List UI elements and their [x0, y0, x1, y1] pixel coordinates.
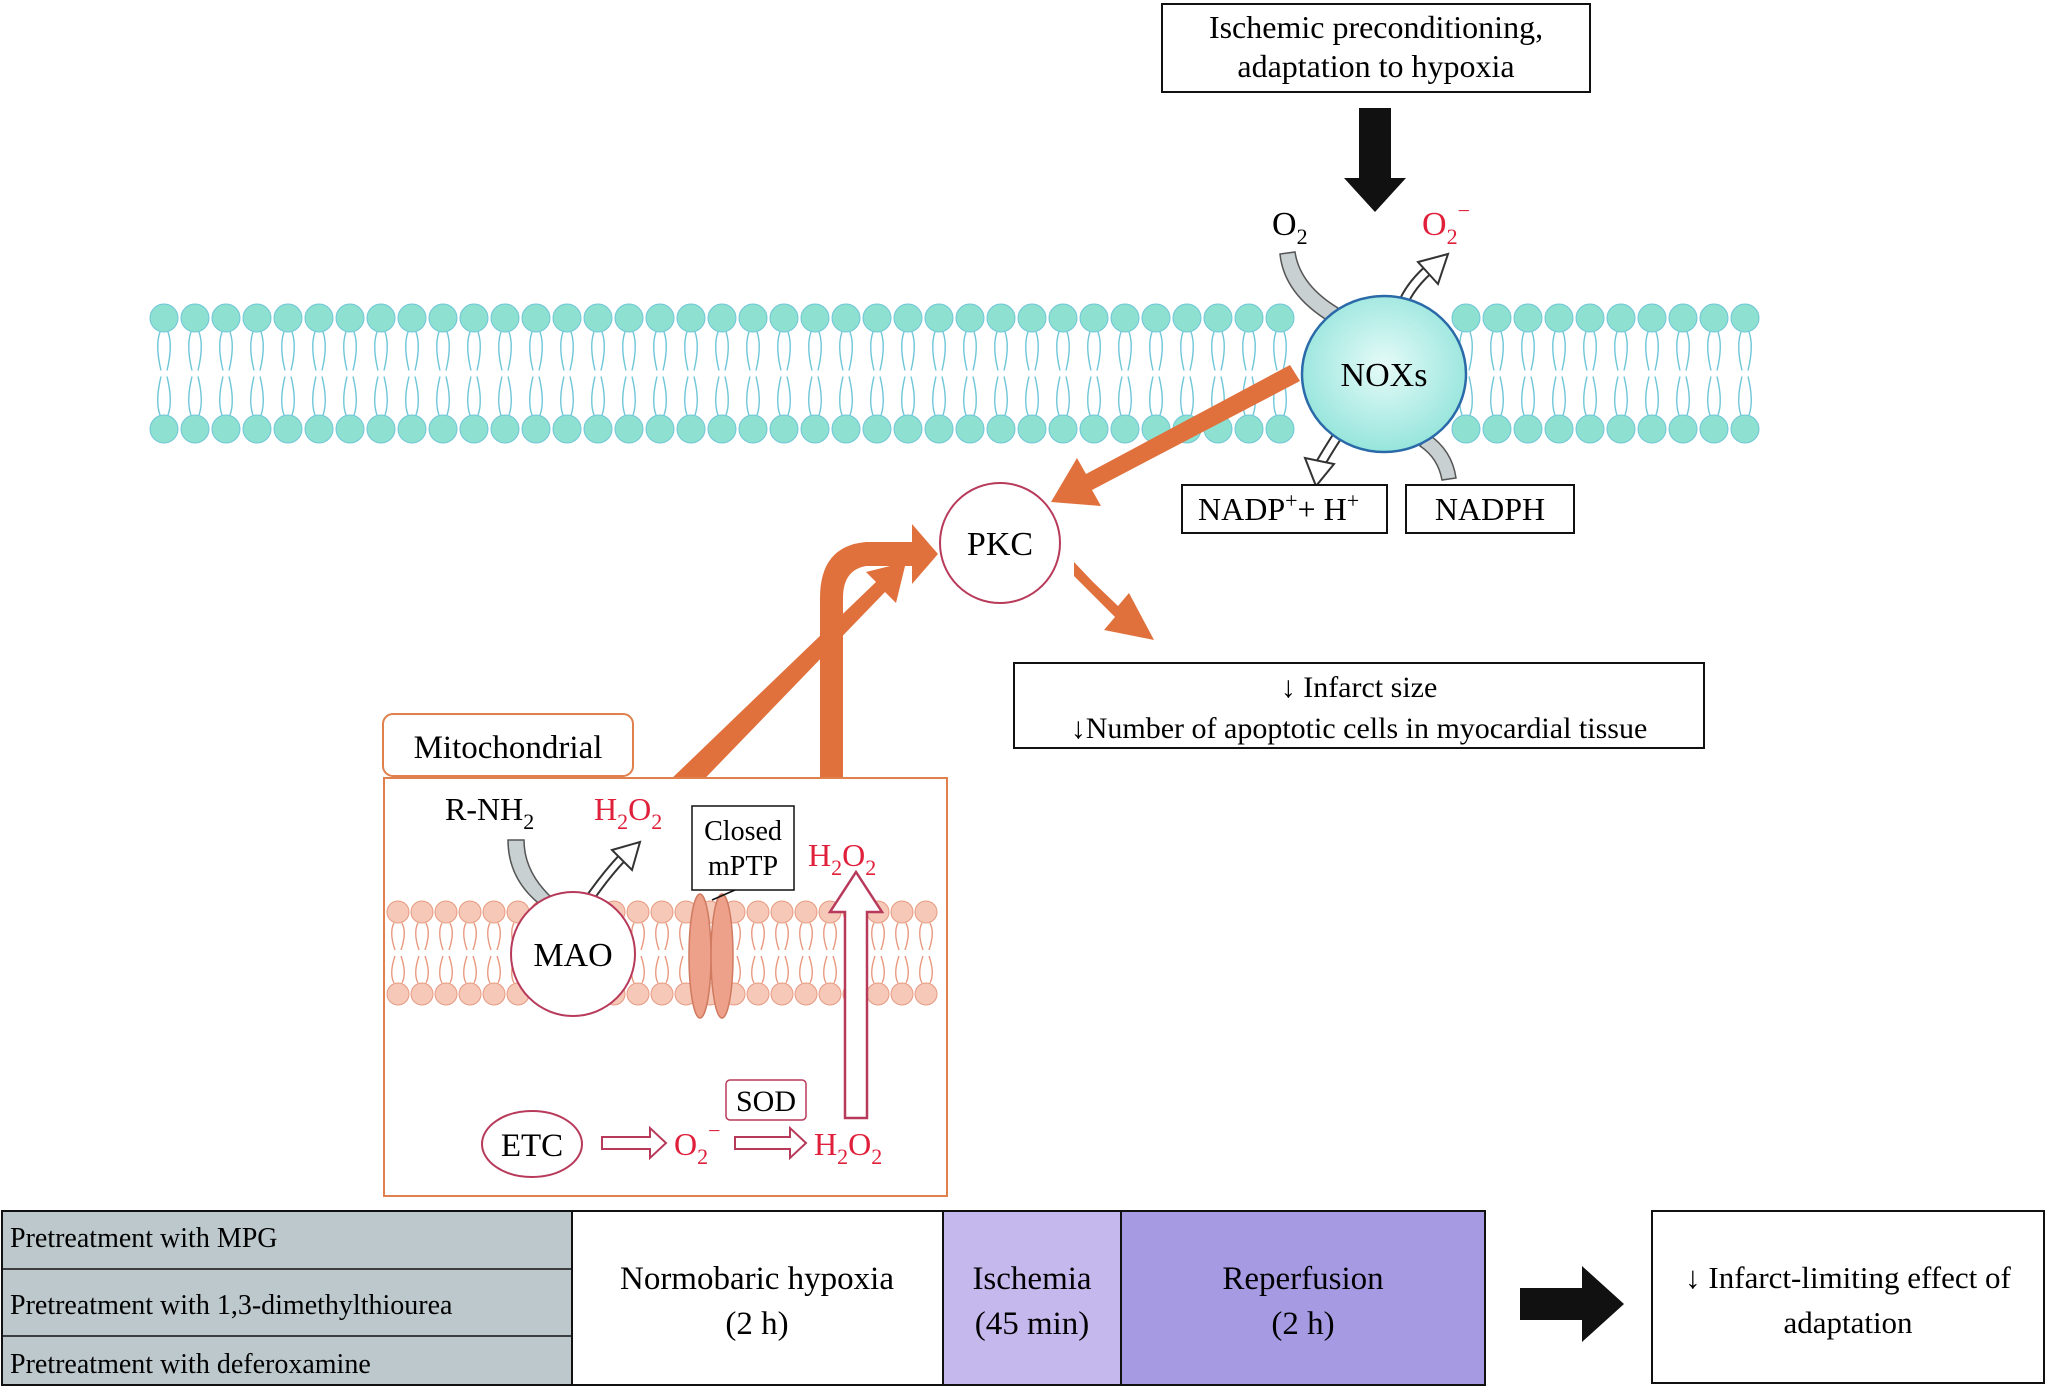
- outcome-box: ↓ Infarct size ↓Number of apoptotic cell…: [1013, 662, 1705, 749]
- nox-enzyme: [1300, 294, 1468, 454]
- hypoxia-line2: (2 h): [725, 1306, 788, 1342]
- protocol-bar: Pretreatment with MPG Pretreatment with …: [1, 1210, 1486, 1386]
- pkc-node: [939, 482, 1061, 604]
- etc-label: ETC: [501, 1128, 563, 1164]
- ischemia-line1: Ischemia: [972, 1261, 1091, 1297]
- pretreatment-3: Pretreatment with deferoxamine: [10, 1349, 371, 1380]
- pkc-to-outcome-arrow: [1074, 562, 1154, 640]
- mao-label: MAO: [533, 937, 612, 974]
- mito-title-box: Mitochondrial: [382, 713, 634, 777]
- mito-h2o2-diagonal-arrow: [668, 562, 906, 797]
- reperfusion-line2: (2 h): [1271, 1306, 1334, 1342]
- etc-node: [481, 1110, 583, 1178]
- nadph-label: NADPH: [1435, 491, 1545, 527]
- nadp-box: NADP++ H+: [1181, 484, 1388, 534]
- etc-h2o2-label: H2O2: [814, 1126, 882, 1169]
- preconditioning-line2: adaptation to hypoxia: [1237, 48, 1514, 84]
- mptp-h2o2-label: H2O2: [808, 837, 876, 880]
- result-line1: ↓ Infarct-limiting effect of: [1685, 1260, 2011, 1295]
- sod-box: SOD: [725, 1079, 807, 1121]
- cell-membrane: [149, 303, 1760, 444]
- nadp-output-arrow: [1303, 428, 1345, 488]
- right-arrow-icon: [1520, 1266, 1624, 1342]
- result-box: ↓ Infarct-limiting effect of adaptation: [1651, 1210, 2045, 1384]
- result-line2: adaptation: [1783, 1305, 1913, 1340]
- sod-label: SOD: [736, 1085, 796, 1118]
- etc-h2o2-elbow-arrow: [820, 524, 938, 812]
- outcome-line1: ↓ Infarct size: [1281, 671, 1438, 704]
- mptp-pointer: [711, 889, 736, 901]
- outcome-line2: ↓Number of apoptotic cells in myocardial…: [1071, 712, 1648, 745]
- pretreatment-2: Pretreatment with 1,3-dimethylthiourea: [10, 1290, 453, 1321]
- svg-text:Closed: Closed: [704, 816, 782, 847]
- pkc-label: PKC: [967, 526, 1033, 563]
- etc-to-o2-arrow: [601, 1125, 668, 1161]
- etc-o2-label: O2−: [674, 1118, 721, 1169]
- reperfusion-line1: Reperfusion: [1222, 1261, 1383, 1297]
- preconditioning-line1: Ischemic preconditioning,: [1209, 9, 1543, 45]
- mao-enzyme: [510, 891, 636, 1017]
- mito-title: Mitochondrial: [414, 730, 603, 766]
- down-arrow-icon: [1344, 108, 1406, 212]
- hypoxia-line1: Normobaric hypoxia: [620, 1261, 894, 1297]
- nadph-input-arrow: [1418, 432, 1457, 481]
- svg-text:mPTP: mPTP: [708, 851, 778, 882]
- svg-text:NADP++ H+: NADP++ H+: [1198, 488, 1359, 527]
- mptp-channel: [688, 893, 734, 1019]
- preconditioning-box: Ischemic preconditioning, adaptation to …: [1161, 3, 1591, 93]
- nox-o2-out-label: O2−: [1422, 198, 1470, 249]
- rnh2-label: R-NH2: [445, 791, 534, 834]
- ischemia-line2: (45 min): [975, 1306, 1090, 1342]
- pretreatment-1: Pretreatment with MPG: [10, 1223, 278, 1254]
- mao-h2o2-label: H2O2: [594, 791, 662, 834]
- nadph-box: NADPH: [1405, 484, 1575, 534]
- o2-to-h2o2-arrow: [734, 1125, 808, 1161]
- nox-label: NOXs: [1341, 357, 1428, 394]
- nox-o2-in-label: O2: [1272, 206, 1308, 249]
- mptp-box: Closed mPTP: [691, 805, 795, 891]
- nox-to-pkc-arrow: [1051, 365, 1300, 506]
- h2o2-up-arrow: [827, 869, 885, 1120]
